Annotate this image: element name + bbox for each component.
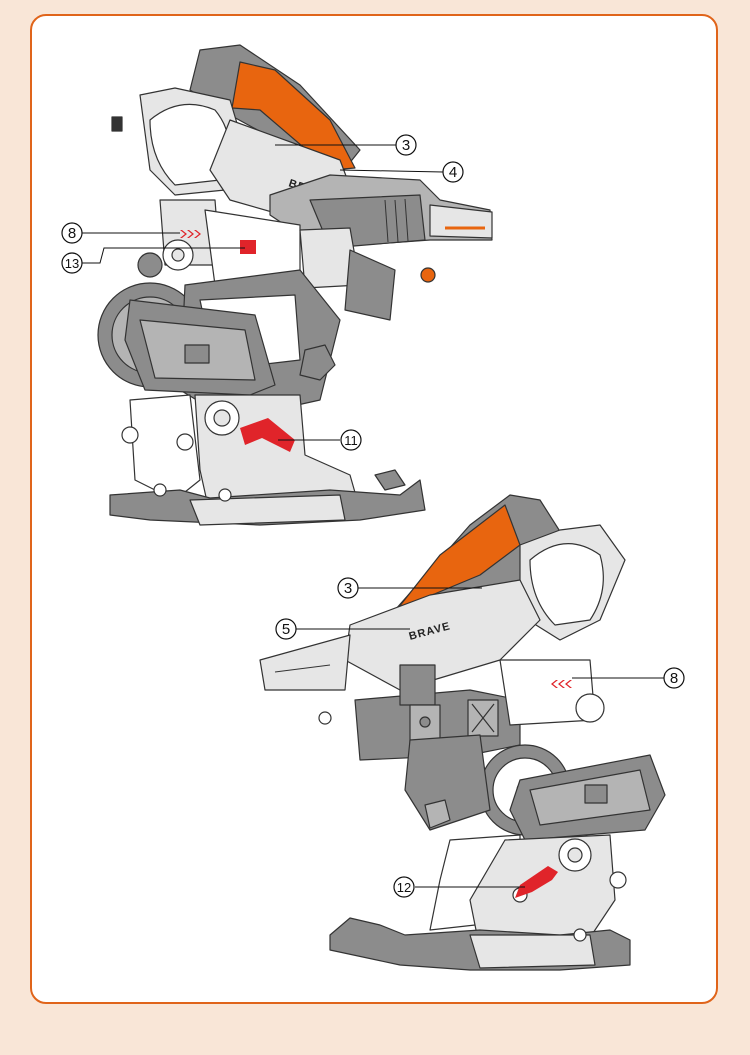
robot-top-figure: BRAVE <box>97 44 493 526</box>
robot-bottom-red-stripe <box>515 866 558 898</box>
callout-4-top: 4 <box>339 161 464 183</box>
svg-text:11: 11 <box>344 433 358 448</box>
callout-3-bottom: 3 <box>337 577 482 599</box>
robot-bottom-figure: BRAVE <box>259 494 666 971</box>
callout-5-bottom: 5 <box>275 618 410 640</box>
callout-8-bottom: 8 <box>572 667 685 689</box>
robot-top-red-stripe <box>240 418 295 452</box>
robot-bottom-callouts: 3 5 8 12 <box>275 577 685 898</box>
callout-8-top: 8 <box>61 222 180 244</box>
svg-text:12: 12 <box>397 880 411 895</box>
svg-text:5: 5 <box>282 621 290 638</box>
robot-top-leg-back <box>129 394 201 501</box>
robot-bottom-cannon <box>259 634 351 691</box>
svg-text:3: 3 <box>344 580 352 597</box>
svg-text:8: 8 <box>670 670 678 687</box>
robot-bottom-torso <box>344 579 541 691</box>
svg-text:3: 3 <box>402 137 410 154</box>
callout-12-bottom: 12 <box>393 876 525 898</box>
callout-11-top: 11 <box>278 429 362 451</box>
callout-3-top: 3 <box>275 134 417 156</box>
svg-text:4: 4 <box>449 164 457 181</box>
robot-top-callouts: 3 4 8 13 11 <box>61 134 464 451</box>
svg-text:8: 8 <box>68 225 76 242</box>
callout-13-top: 13 <box>61 247 245 274</box>
svg-text:13: 13 <box>65 256 79 271</box>
